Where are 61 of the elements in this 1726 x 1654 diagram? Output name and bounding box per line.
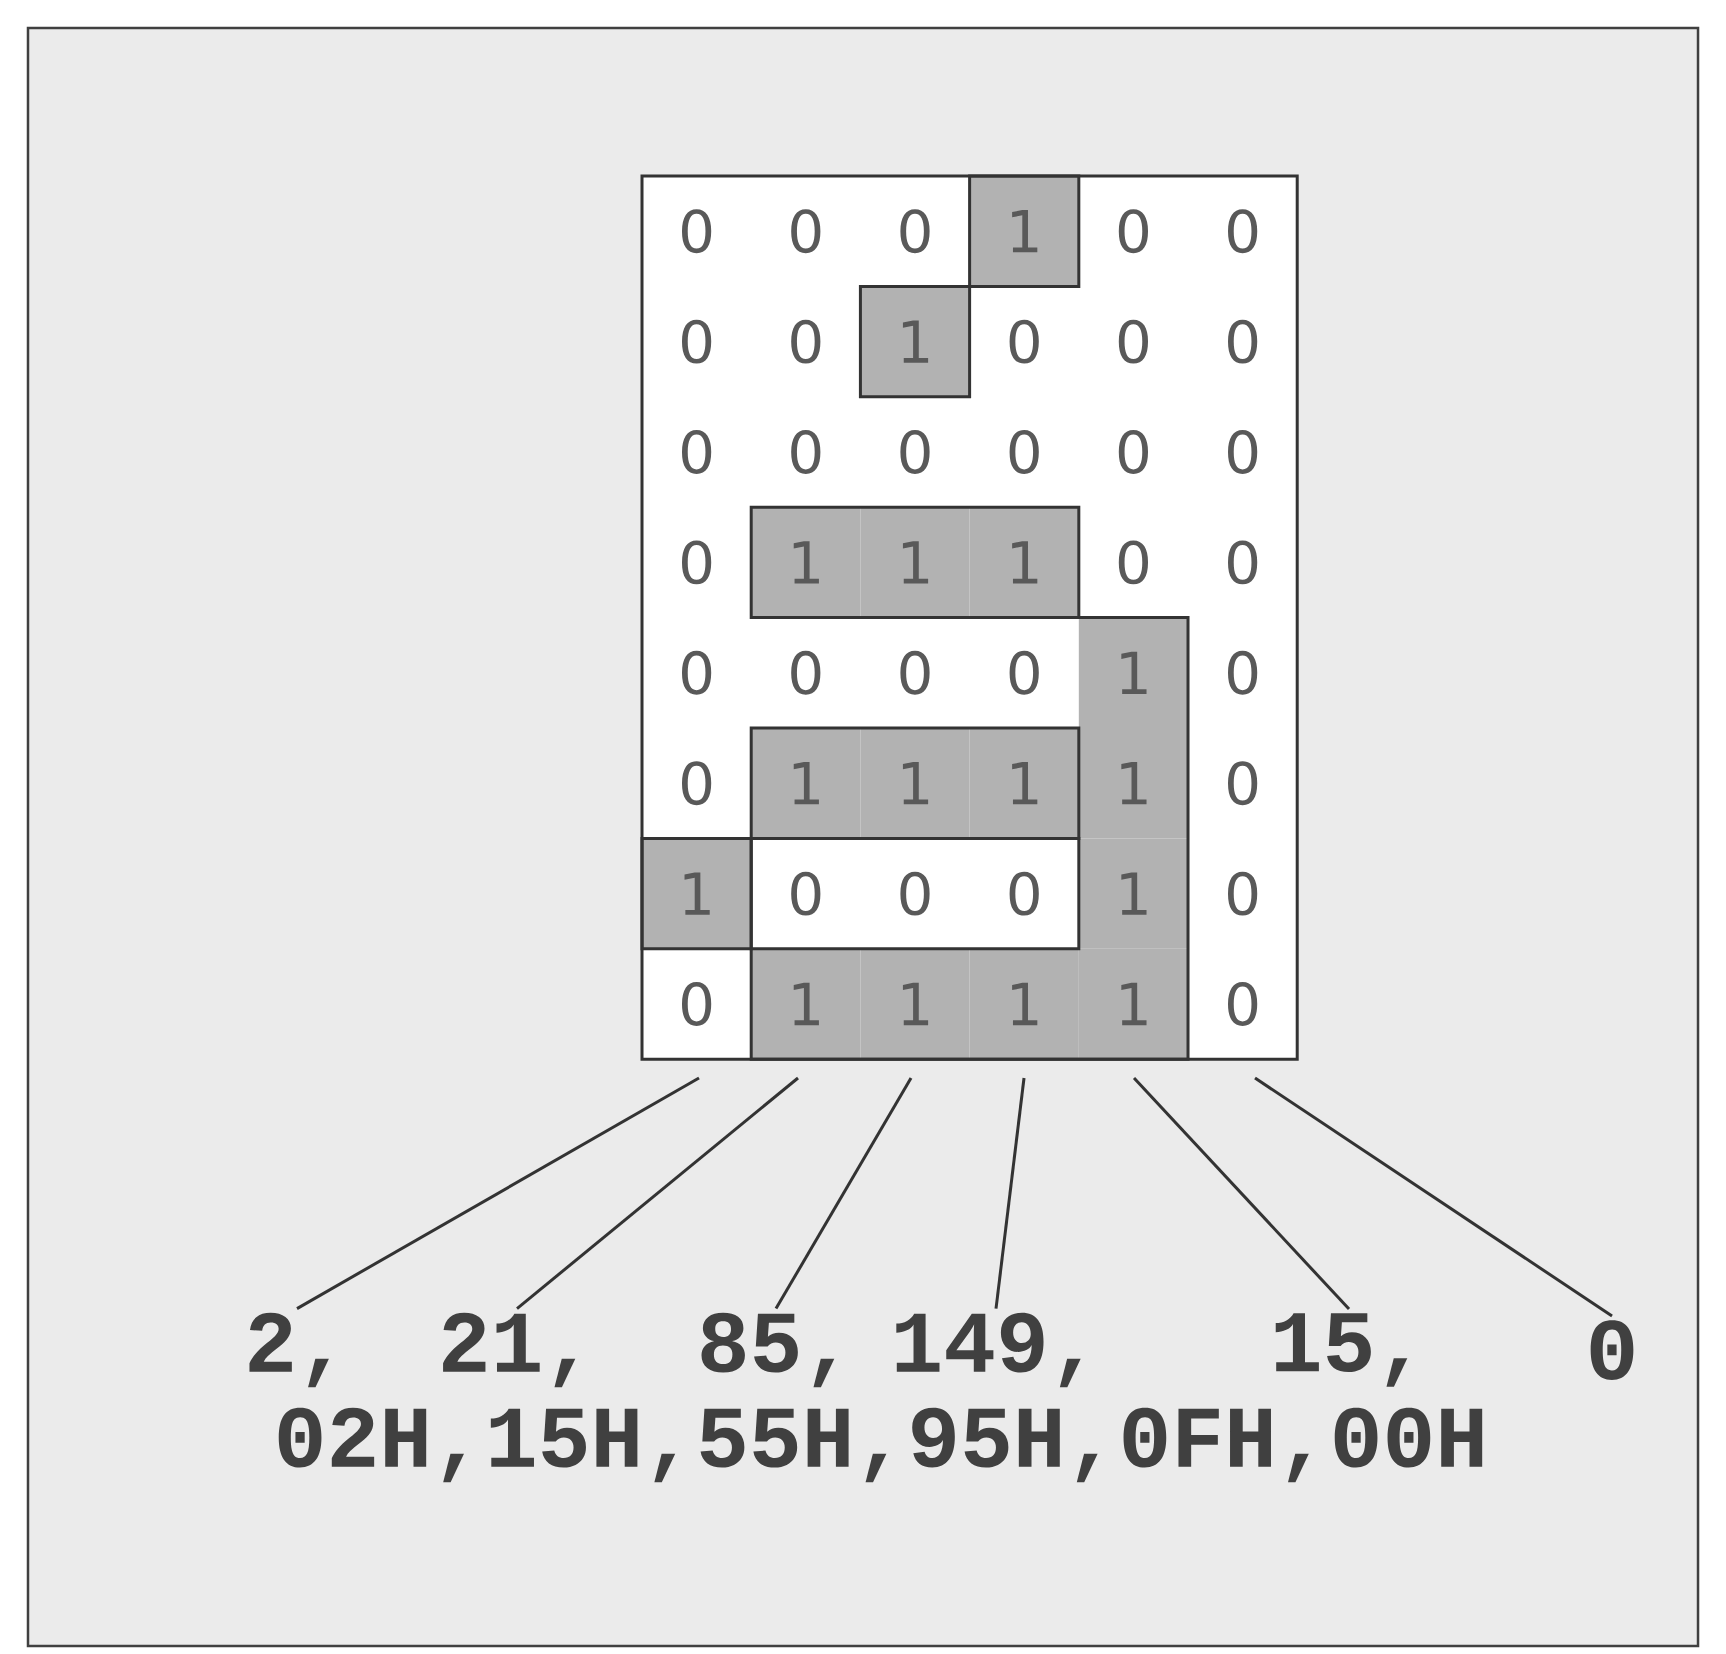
grid-digit: 0 (1009, 430, 1039, 474)
grid-digit: 0 (682, 650, 712, 695)
grid-digit: 1 (1012, 762, 1038, 805)
decimal-value: 85, (701, 1312, 835, 1388)
grid-digit: 0 (791, 871, 821, 916)
grid-digit: 0 (1228, 540, 1258, 585)
grid-digit: 0 (1228, 761, 1258, 806)
decimal-value: 149, (896, 1312, 1081, 1388)
grid-digit: 0 (900, 871, 930, 916)
grid-digit: 0 (682, 430, 712, 474)
grid-digit: 0 (1118, 540, 1148, 585)
grid-digit: 0 (1009, 650, 1039, 695)
grid-digit: 1 (1121, 982, 1147, 1026)
grid-digit: 1 (793, 982, 819, 1026)
grid-digit: 0 (900, 430, 930, 474)
grid-digit: 1 (793, 762, 819, 805)
grid-digit: 0 (791, 209, 821, 254)
grid-digit: 0 (1228, 982, 1258, 1026)
grid-digit: 1 (1012, 541, 1038, 584)
hex-values: 02H,15H,55H,95H,0FH,00H (278, 1407, 1483, 1483)
leader-line (1132, 1077, 1351, 1311)
grid-digit: 1 (902, 762, 929, 805)
decimal-value: 21, (443, 1312, 576, 1388)
grid-digit: 0 (1228, 871, 1258, 916)
grid-digit: 0 (1009, 871, 1039, 916)
leader-line (1254, 1076, 1613, 1318)
grid-digit: 1 (1012, 982, 1038, 1026)
grid-digit: 0 (1228, 650, 1258, 695)
grid-digit: 0 (1228, 430, 1258, 474)
grid-digit: 1 (902, 982, 929, 1026)
grid-digit: 1 (684, 872, 710, 915)
leader-line (994, 1077, 1026, 1309)
leader-line (296, 1076, 700, 1310)
grid-digit: 1 (1121, 872, 1147, 915)
grid-digit: 1 (1121, 651, 1147, 694)
grid-digit: 1 (1121, 762, 1147, 805)
grid-digit: 0 (682, 209, 712, 254)
grid-digit: 0 (791, 650, 821, 695)
grid-digit: 1 (793, 541, 819, 584)
grid-digit: 0 (1118, 430, 1148, 474)
grid-digit: 0 (1228, 209, 1258, 254)
decimal-value: 15, (1275, 1313, 1408, 1387)
grid-digit: 1 (902, 541, 929, 584)
grid-digit: 0 (1228, 319, 1258, 364)
decimal-value: 2, (249, 1312, 329, 1388)
grid-digit: 0 (1118, 319, 1148, 364)
grid-digit: 0 (900, 650, 930, 695)
grid-digit: 0 (791, 319, 821, 364)
grid-digit: 0 (1009, 319, 1039, 364)
grid-digit: 0 (1118, 209, 1148, 254)
grid-digit: 0 (900, 209, 930, 254)
leader-line (774, 1077, 913, 1310)
grid-digit: 0 (682, 319, 712, 364)
grid-digit: 0 (682, 761, 712, 806)
grid-digit: 1 (1012, 210, 1038, 253)
grid-digit: 1 (902, 320, 929, 363)
grid-digit: 0 (682, 982, 712, 1026)
grid-digit: 0 (682, 540, 712, 585)
grid-digit: 0 (791, 430, 821, 474)
leader-line (516, 1076, 799, 1310)
decimal-value: 0 (1590, 1320, 1634, 1380)
